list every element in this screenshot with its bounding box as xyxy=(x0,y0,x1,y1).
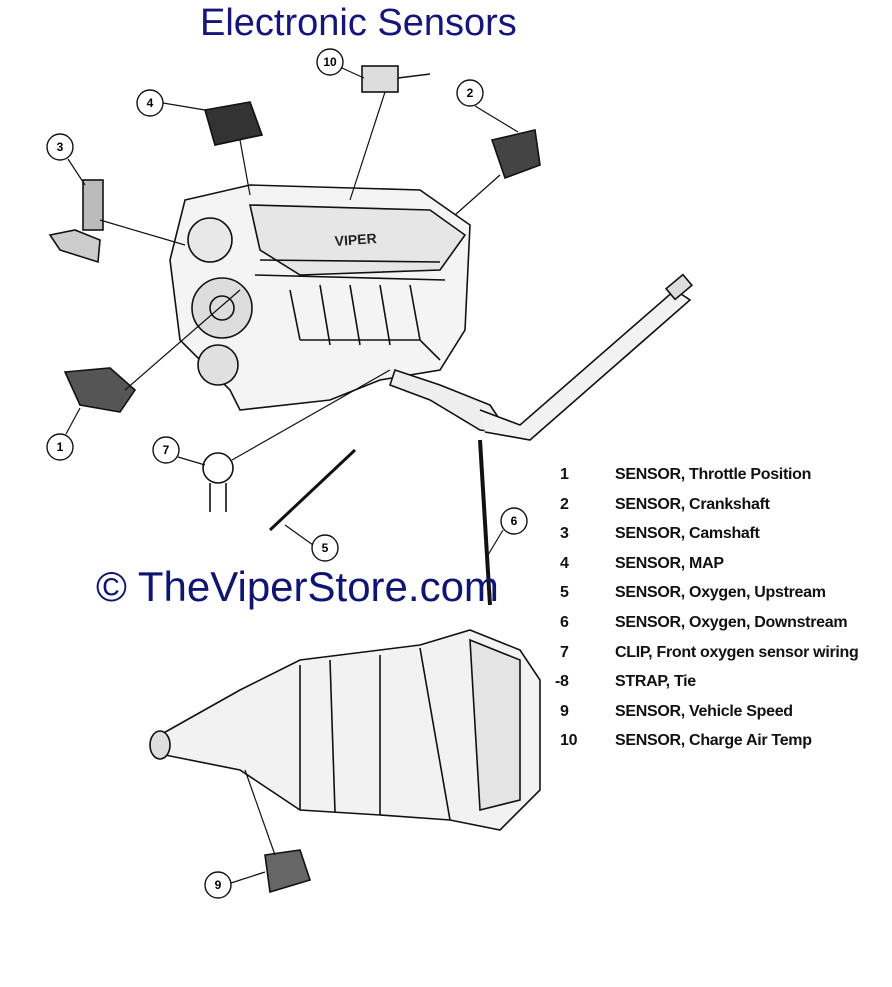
legend-number: 6 xyxy=(560,613,569,631)
legend-number: 2 xyxy=(560,495,569,513)
callout-5: 5 xyxy=(311,534,339,562)
copyright-watermark: © TheViperStore.com xyxy=(96,563,499,610)
svg-text:3: 3 xyxy=(57,140,64,154)
engine-illustration: VIPER xyxy=(169,184,471,411)
callout-10: 10 xyxy=(316,48,344,76)
exhaust-pipe xyxy=(388,273,694,441)
leader-lines xyxy=(65,67,519,884)
map-sensor xyxy=(203,101,264,146)
oxygen-wiring-clip xyxy=(202,452,234,484)
svg-text:10: 10 xyxy=(323,55,337,69)
downstream-oxygen-sensor xyxy=(478,439,492,606)
legend-label: SENSOR, Oxygen, Upstream xyxy=(615,584,826,602)
callout-4: 4 xyxy=(136,89,164,117)
legend-label: SENSOR, Vehicle Speed xyxy=(615,702,793,720)
callouts: 10 4 2 3 1 7 5 6 9 xyxy=(46,48,528,899)
vehicle-speed-sensor xyxy=(264,849,312,894)
legend-label: SENSOR, MAP xyxy=(615,554,724,572)
transmission-illustration xyxy=(149,629,541,831)
legend-number: -8 xyxy=(555,673,569,691)
page-title: Electronic Sensors xyxy=(200,2,517,44)
legend-label: STRAP, Tie xyxy=(615,673,696,691)
legend-label: SENSOR, Crankshaft xyxy=(615,495,770,513)
legend-number: 1 xyxy=(560,466,569,483)
callout-9: 9 xyxy=(204,871,232,899)
camshaft-sensor xyxy=(82,179,104,231)
legend-number: 3 xyxy=(560,525,569,543)
legend-number: 7 xyxy=(560,643,569,661)
legend-number: 4 xyxy=(560,554,569,572)
charge-air-temp-sensor xyxy=(361,65,399,93)
legend-number: 5 xyxy=(560,584,569,602)
legend-label: CLIP, Front oxygen sensor wiring xyxy=(615,643,859,661)
svg-text:6: 6 xyxy=(511,514,518,528)
legend-number: 9 xyxy=(560,702,569,720)
callout-2: 2 xyxy=(456,79,484,107)
legend-label: SENSOR, Charge Air Temp xyxy=(615,732,812,750)
viper-logo: VIPER xyxy=(334,230,377,249)
callout-6: 6 xyxy=(500,507,528,535)
sensor-parts xyxy=(48,65,541,894)
callout-3: 3 xyxy=(46,133,74,161)
throttle-position-sensor xyxy=(63,367,137,413)
svg-text:5: 5 xyxy=(322,541,329,555)
legend-number: 10 xyxy=(560,732,578,750)
svg-text:9: 9 xyxy=(215,878,222,892)
svg-text:1: 1 xyxy=(57,440,64,454)
legend-label: SENSOR, Oxygen, Downstream xyxy=(615,613,848,631)
legend-label: SENSOR, Camshaft xyxy=(615,525,760,543)
svg-text:4: 4 xyxy=(147,96,154,110)
upstream-oxygen-sensor xyxy=(268,448,357,532)
callout-7: 7 xyxy=(152,436,180,464)
svg-text:7: 7 xyxy=(163,443,170,457)
legend-label: SENSOR, Throttle Position xyxy=(615,466,812,483)
callout-1: 1 xyxy=(46,433,74,461)
crankshaft-sensor xyxy=(490,129,541,180)
svg-text:2: 2 xyxy=(467,86,474,100)
